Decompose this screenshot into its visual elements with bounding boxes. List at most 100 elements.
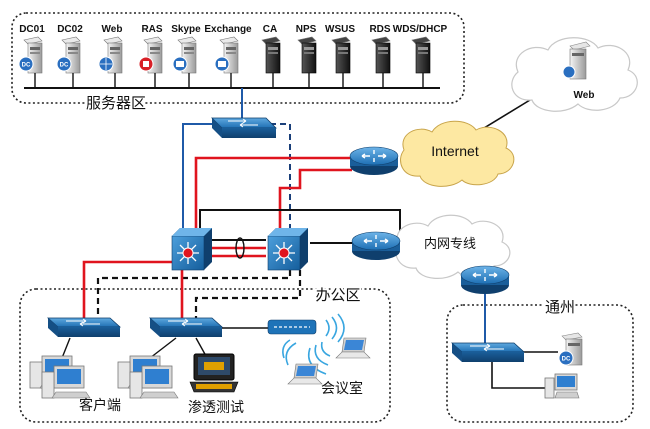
link-client-switch-to-pcs: [61, 337, 71, 359]
tongzhou-router[interactable]: [460, 265, 510, 294]
link-core-right-to-client-switch-dashed: [96, 270, 292, 318]
pentest-label: 渗透测试: [188, 400, 244, 416]
server-drive-bay: [110, 52, 120, 54]
server-ras[interactable]: RAS: [138, 24, 163, 88]
envelope-glyph: [218, 61, 226, 67]
desktop-pc-icon[interactable]: [41, 365, 91, 399]
server-label: Web: [102, 24, 123, 35]
server-drive-bay: [338, 47, 348, 50]
internet-cloud-label: Internet: [431, 143, 479, 159]
server-drive-bay: [268, 52, 278, 54]
server-drive-bay: [150, 47, 160, 50]
server-drive-bay: [378, 52, 388, 54]
intranet-router[interactable]: [351, 231, 401, 260]
remote-access-glyph: [143, 61, 149, 67]
client-access-switch[interactable]: [46, 317, 122, 337]
link-server-switch-to-core-right-dashed: [270, 123, 291, 228]
server-label: RDS: [369, 24, 390, 35]
office-zone-border: [19, 288, 391, 423]
server-drive-bay: [304, 52, 314, 54]
core-switch-left[interactable]: [171, 228, 212, 271]
link-pentest-switch-to-laptop: [195, 337, 207, 357]
server-drive-bay: [30, 47, 40, 50]
wireless-access-point[interactable]: [267, 319, 317, 335]
server-top: [23, 36, 43, 45]
pentest-pc-group: [117, 353, 239, 399]
laptop-icon[interactable]: [335, 337, 371, 359]
wifi-waves-icon: [282, 313, 345, 375]
dc-badge-icon: [56, 56, 72, 72]
server-exchange[interactable]: Exchange: [204, 24, 252, 88]
server-label: RAS: [141, 24, 162, 35]
internet-router[interactable]: [349, 146, 399, 175]
server-web[interactable]: Web: [98, 24, 123, 88]
server-drive-bay: [150, 52, 160, 54]
rugged-laptop-icon[interactable]: [189, 353, 239, 393]
server-drive-bay: [418, 47, 428, 50]
tongzhou-desktop-pc[interactable]: [544, 373, 580, 399]
server-top: [411, 36, 431, 45]
tongzhou-zone-border: [446, 304, 634, 423]
server-top: [331, 36, 351, 45]
server-rds[interactable]: RDS: [369, 24, 391, 88]
office-zone-label: 办公区: [315, 286, 360, 304]
server-ca[interactable]: CA: [261, 24, 281, 88]
server-wds-dhcp[interactable]: WDS/DHCP: [393, 24, 448, 88]
server-top: [103, 36, 123, 45]
link-core-right-to-pentest-switch-dashed: [194, 270, 302, 318]
link-core-left-to-client-switch-red: [82, 260, 172, 318]
link-server-switch-to-core-left: [182, 123, 215, 228]
link-internet-to-core-right: [278, 168, 352, 228]
link-internet-to-core-left: [194, 156, 352, 228]
server-top: [61, 36, 81, 45]
tongzhou-dc-server[interactable]: DC: [558, 332, 583, 366]
intranet-cloud: 内网专线: [395, 214, 511, 279]
pentest-access-switch[interactable]: [148, 317, 224, 337]
link-tongzhou-switch-to-pc: [491, 362, 545, 389]
web-cloud-label: Web: [574, 90, 595, 101]
server-label: DC01: [19, 24, 45, 35]
server-skype[interactable]: Skype: [171, 24, 201, 88]
dc-badge: DC: [60, 63, 69, 69]
server-top: [143, 36, 163, 45]
server-zone-switch[interactable]: [211, 117, 277, 138]
server-drive-bay: [184, 52, 194, 54]
server-top: [219, 36, 239, 45]
server-drive-bay: [338, 52, 348, 54]
tongzhou-zone-label: 通州: [545, 298, 575, 316]
server-top: [177, 36, 197, 45]
server-label: DC02: [57, 24, 83, 35]
server-wsus[interactable]: WSUS: [325, 24, 355, 88]
dc-badge-icon: [18, 56, 34, 72]
server-drive-bay: [68, 52, 78, 54]
server-top: [371, 36, 391, 45]
server-drive-bay: [226, 52, 236, 54]
server-top: [261, 36, 281, 45]
server-zone-border: [11, 12, 465, 104]
server-label: NPS: [296, 24, 317, 35]
core-switch-right[interactable]: [267, 228, 308, 271]
tongzhou-access-switch[interactable]: [450, 342, 526, 362]
server-drive-bay: [226, 47, 236, 50]
server-drive-bay: [30, 52, 40, 54]
server-drive-bay: [378, 47, 388, 50]
server-zone-label: 服务器区: [86, 94, 146, 112]
laptop-icon[interactable]: [287, 363, 323, 385]
globe-lines: [100, 58, 112, 70]
link-intranet-to-core-left: [199, 209, 401, 236]
server-drive-bay: [68, 47, 78, 50]
meeting-room-laptops: [287, 337, 371, 385]
server-top: [297, 36, 317, 45]
server-label: CA: [263, 24, 277, 35]
server-label: WDS/DHCP: [393, 24, 448, 35]
server-nps[interactable]: NPS: [296, 24, 317, 88]
server-label: Skype: [171, 24, 201, 35]
internet-cloud: Internet: [400, 120, 515, 187]
server-label: Exchange: [204, 24, 252, 35]
desktop-pc-icon[interactable]: [129, 365, 179, 399]
